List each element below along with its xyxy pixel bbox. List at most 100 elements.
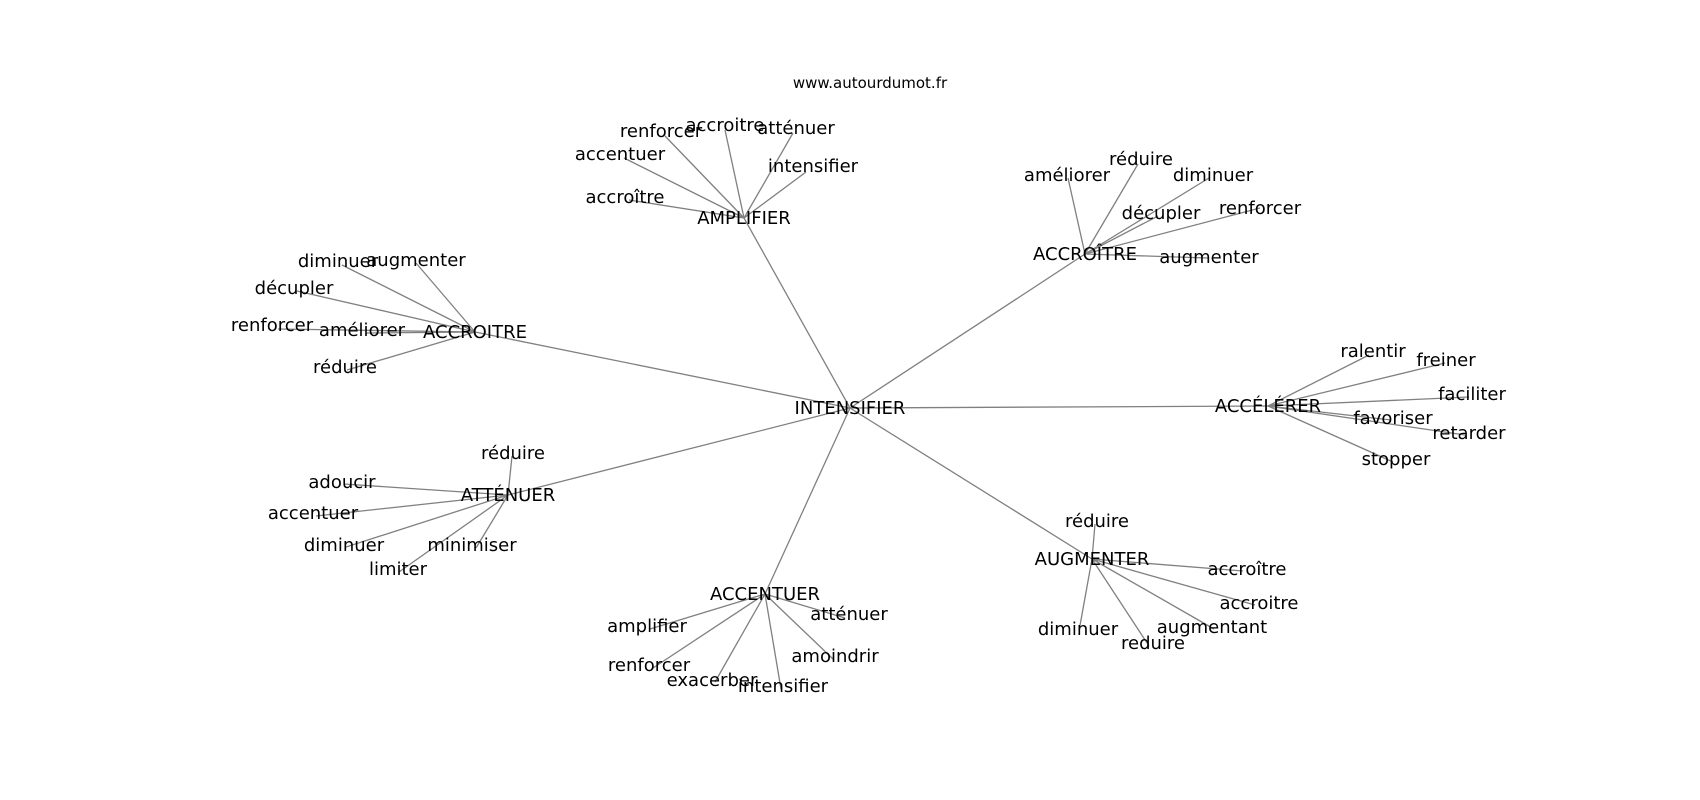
leaf-node-accelerer-freiner: freiner <box>1416 350 1476 371</box>
edge-attenuer-to-adoucir <box>343 483 509 496</box>
edge-augmenter-to-accroitre <box>1091 558 1244 572</box>
edge-augmenter-to-reduire <box>1091 558 1150 647</box>
leaf-node-accroitre-renforcer: renforcer <box>231 315 314 336</box>
leaf-node-attenuer-accentuer: accentuer <box>268 503 359 524</box>
leaf-node-amplifier-accroitre: accroître <box>586 187 665 208</box>
hub-node-accentuer: ACCENTUER <box>710 584 820 605</box>
leaf-node-attenuer-reduire: réduire <box>481 443 545 464</box>
leaf-node-attenuer-minimiser: minimiser <box>427 535 517 556</box>
leaf-node-accroitre-reduire: réduire <box>313 357 377 378</box>
leaf-node-accelerer-favoriser: favoriser <box>1353 408 1433 429</box>
edge-accroitre-to-reduire <box>1084 163 1139 255</box>
leaf-node-accroitre-ameliorer: améliorer <box>319 320 406 341</box>
leaf-node-amplifier-attenuer: atténuer <box>757 118 835 139</box>
edge-augmenter-to-diminuer <box>1078 558 1093 632</box>
edge-accroitre-to-diminuer <box>341 264 476 333</box>
hub-node-attenuer: ATTÉNUER <box>461 484 555 506</box>
edge-attenuer-to-limiter <box>398 494 509 573</box>
leaf-node-amplifier-accroitre: accroitre <box>686 115 765 136</box>
leaf-node-accroitre-ameliorer: améliorer <box>1024 165 1111 186</box>
leaf-node-accentuer-amplifier: amplifier <box>607 616 687 637</box>
leaf-node-accroitre-decupler: décupler <box>1122 203 1201 224</box>
leaf-node-augmenter-reduire: reduire <box>1121 633 1185 654</box>
edge-accroitre-to-diminuer <box>1084 177 1210 255</box>
leaf-node-amplifier-accentuer: accentuer <box>575 144 666 165</box>
leaf-node-accelerer-faciliter: faciliter <box>1438 384 1506 405</box>
leaf-node-accelerer-ralentir: ralentir <box>1340 341 1406 362</box>
edge-accroitre-to-decupler <box>296 290 476 333</box>
edge-amplifier-to-renforcer <box>664 135 745 219</box>
edge-amplifier-to-accroitre <box>628 199 745 219</box>
edge-root-to-accroitre <box>474 331 851 409</box>
edge-root-to-accroitre <box>849 253 1086 409</box>
edge-accelerer-to-stopper <box>1267 405 1394 463</box>
leaf-node-attenuer-diminuer: diminuer <box>304 535 385 556</box>
leaf-node-augmenter-reduire: réduire <box>1065 511 1129 532</box>
leaf-node-accentuer-amoindrir: amoindrir <box>791 646 879 667</box>
edge-attenuer-to-diminuer <box>345 494 509 548</box>
hub-node-accroitre: ACCROÎTRE <box>1033 243 1137 265</box>
leaf-node-amplifier-renforcer: renforcer <box>620 121 703 142</box>
edge-accroitre-to-renforcer <box>1084 207 1261 255</box>
edge-accroitre-to-augmenter <box>1084 253 1209 259</box>
leaf-node-augmenter-accroitre: accroître <box>1208 559 1287 580</box>
source-watermark: www.autourdumot.fr <box>793 74 948 92</box>
edge-accentuer-to-renforcer <box>652 593 766 669</box>
root-node: INTENSIFIER <box>795 398 906 419</box>
edge-accelerer-to-faciliter <box>1267 396 1470 407</box>
leaf-node-attenuer-limiter: limiter <box>369 559 428 580</box>
leaf-node-augmenter-accroitre: accroitre <box>1220 593 1299 614</box>
edge-accroitre-to-augmenter <box>415 262 476 333</box>
edge-accentuer-to-intensifier <box>764 593 782 690</box>
edge-augmenter-to-accroitre <box>1091 558 1256 606</box>
edge-attenuer-to-minimiser <box>475 494 509 549</box>
edge-accroitre-to-reduire <box>346 331 476 371</box>
hub-node-augmenter: AUGMENTER <box>1035 549 1150 570</box>
edge-augmenter-to-augmentant <box>1091 558 1215 630</box>
leaf-node-accentuer-attenuer: atténuer <box>810 604 888 625</box>
hub-node-accelerer: ACCÉLÉRER <box>1215 395 1321 417</box>
edge-root-to-accentuer <box>764 407 851 595</box>
leaf-node-accroitre-diminuer: diminuer <box>1173 165 1254 186</box>
edge-amplifier-to-accroitre <box>724 129 745 219</box>
edge-attenuer-to-accentuer <box>315 494 509 517</box>
edge-accelerer-to-freiner <box>1267 362 1446 407</box>
edge-accroitre-to-decupler <box>1084 215 1159 255</box>
leaf-node-accroitre-renforcer: renforcer <box>1219 198 1302 219</box>
edge-accelerer-to-favoriser <box>1267 405 1392 421</box>
leaf-node-attenuer-adoucir: adoucir <box>308 472 376 493</box>
leaf-node-accroitre-augmenter: augmenter <box>366 250 466 271</box>
leaf-node-amplifier-intensifier: intensifier <box>768 156 859 177</box>
leaf-node-accroitre-decupler: décupler <box>255 278 334 299</box>
edge-accentuer-to-amplifier <box>649 593 766 630</box>
leaf-node-accroitre-diminuer: diminuer <box>298 251 379 272</box>
edge-amplifier-to-intensifier <box>743 171 807 219</box>
edge-root-to-augmenter <box>849 407 1093 560</box>
edge-root-to-accelerer <box>849 405 1269 409</box>
edge-accroitre-to-ameliorer <box>1067 177 1086 255</box>
hub-node-amplifier: AMPLIFIER <box>697 208 791 229</box>
edge-root-to-attenuer <box>507 407 851 496</box>
leaf-node-augmenter-diminuer: diminuer <box>1038 619 1119 640</box>
edge-accroitre-to-renforcer <box>277 328 476 333</box>
edge-accentuer-to-attenuer <box>764 593 846 619</box>
edge-amplifier-to-attenuer <box>743 132 794 219</box>
graph-labels: renforceraccroitreatténueraccentuerinten… <box>231 115 1507 697</box>
leaf-node-accroitre-reduire: réduire <box>1109 149 1173 170</box>
leaf-node-accentuer-renforcer: renforcer <box>608 655 691 676</box>
leaf-node-accelerer-stopper: stopper <box>1362 449 1431 470</box>
leaf-node-accentuer-intensifier: intensifier <box>738 676 829 697</box>
edge-accentuer-to-exacerber <box>714 593 766 683</box>
edge-accentuer-to-amoindrir <box>764 593 834 660</box>
hub-node-accroitre: ACCROITRE <box>423 322 527 343</box>
edge-amplifier-to-accentuer <box>623 157 745 219</box>
edge-augmenter-to-reduire <box>1091 523 1096 560</box>
leaf-node-augmenter-augmentant: augmentant <box>1157 617 1267 638</box>
edge-accelerer-to-retarder <box>1267 405 1466 436</box>
graph-edges <box>277 129 1470 690</box>
edge-accelerer-to-ralentir <box>1267 354 1370 407</box>
leaf-node-accentuer-exacerber: exacerber <box>667 670 758 691</box>
edge-accroitre-to-ameliorer <box>365 331 476 334</box>
